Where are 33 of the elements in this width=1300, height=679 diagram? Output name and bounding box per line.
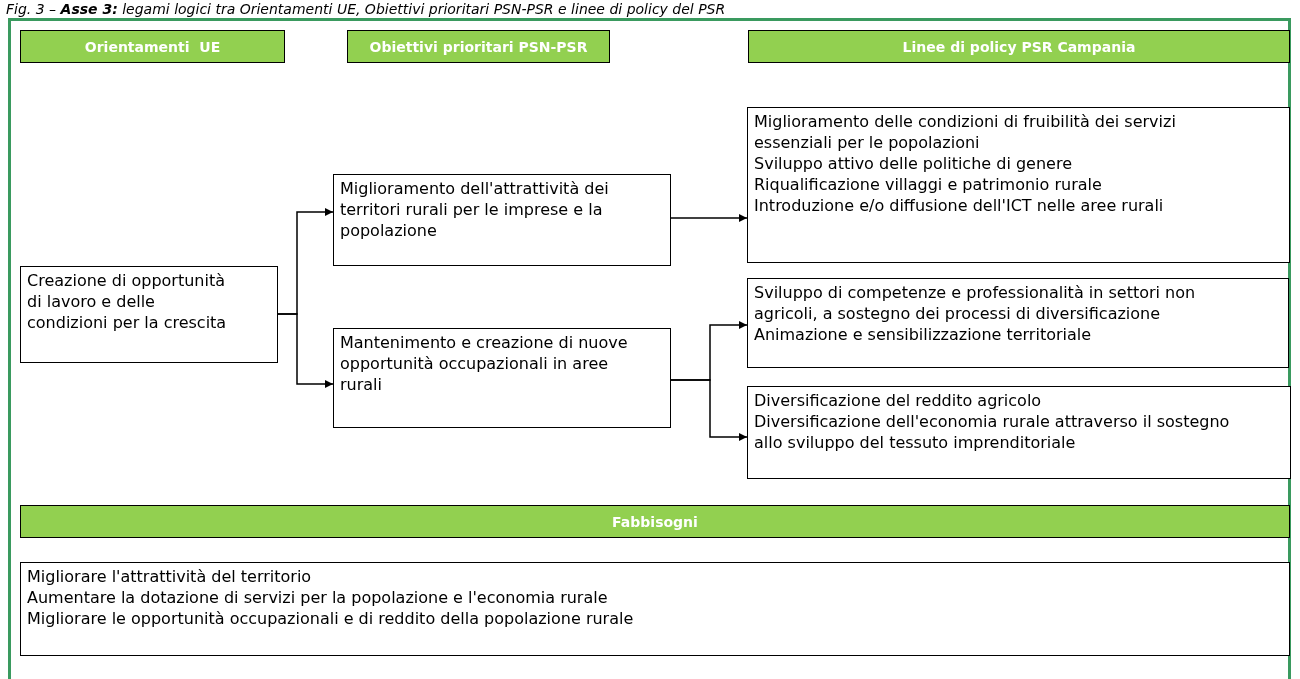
figure-title: Fig. 3 – Asse 3: legami logici tra Orientamenti UE, Obiettivi prioritari PSN-PSR e linee di policy del PSR [6, 1, 726, 17]
arrow [670, 214, 748, 222]
box-text: Creazione di opportunità di lavoro e delle condizioni per la crescita [27, 270, 228, 333]
box-text: Migliorare l'attrattività del territorio [27, 566, 313, 587]
text-box [747, 278, 1289, 368]
header-bar [20, 505, 1290, 538]
text-box [747, 107, 1290, 263]
header-label: Fabbisogni [612, 513, 698, 530]
box-text: Aumentare la dotazione di servizi per la popolazione e l'economia rurale [27, 587, 609, 608]
box-text: Sviluppo attivo delle politiche di genere [754, 153, 1073, 174]
header-label: Orientamenti UE [84, 38, 221, 55]
box-text: Animazione e sensibilizzazione territoriale [754, 324, 1093, 345]
text-box [20, 562, 1290, 656]
header-label: Linee di policy PSR Campania [902, 38, 1136, 55]
text-box [333, 328, 671, 428]
box-text: Riqualificazione villaggi e patrimonio rurale [754, 174, 1103, 195]
box-text: Migliorare le opportunità occupazionali e di reddito della popolazione rurale [27, 608, 635, 629]
arrow [670, 379, 748, 441]
text-box [20, 266, 278, 363]
box-text: Sviluppo di competenze e professionalità in settori non agricoli, a sostegno dei processi di diversificazione [754, 282, 1197, 324]
text-box [747, 386, 1291, 479]
box-text: Miglioramento dell'attrattività dei territori rurali per le imprese e la popolazione [340, 178, 610, 241]
header-bar [748, 30, 1290, 63]
box-text: Mantenimento e creazione di nuove opportunità occupazionali in aree rurali [340, 332, 629, 395]
header-label: Obiettivi prioritari PSN-PSR [369, 38, 588, 55]
box-text: Miglioramento delle condizioni di fruibilità dei servizi essenziali per le popolazioni [754, 111, 1177, 153]
box-text: Diversificazione dell'economia rurale attraverso il sostegno allo sviluppo del tessuto imprenditoriale [754, 411, 1231, 453]
box-text: Introduzione e/o diffusione dell'ICT nelle aree rurali [754, 195, 1165, 216]
arrow [277, 313, 334, 388]
box-text: Diversificazione del reddito agricolo [754, 390, 1043, 411]
header-bar [20, 30, 285, 63]
header-bar [347, 30, 610, 63]
text-box [333, 174, 671, 266]
